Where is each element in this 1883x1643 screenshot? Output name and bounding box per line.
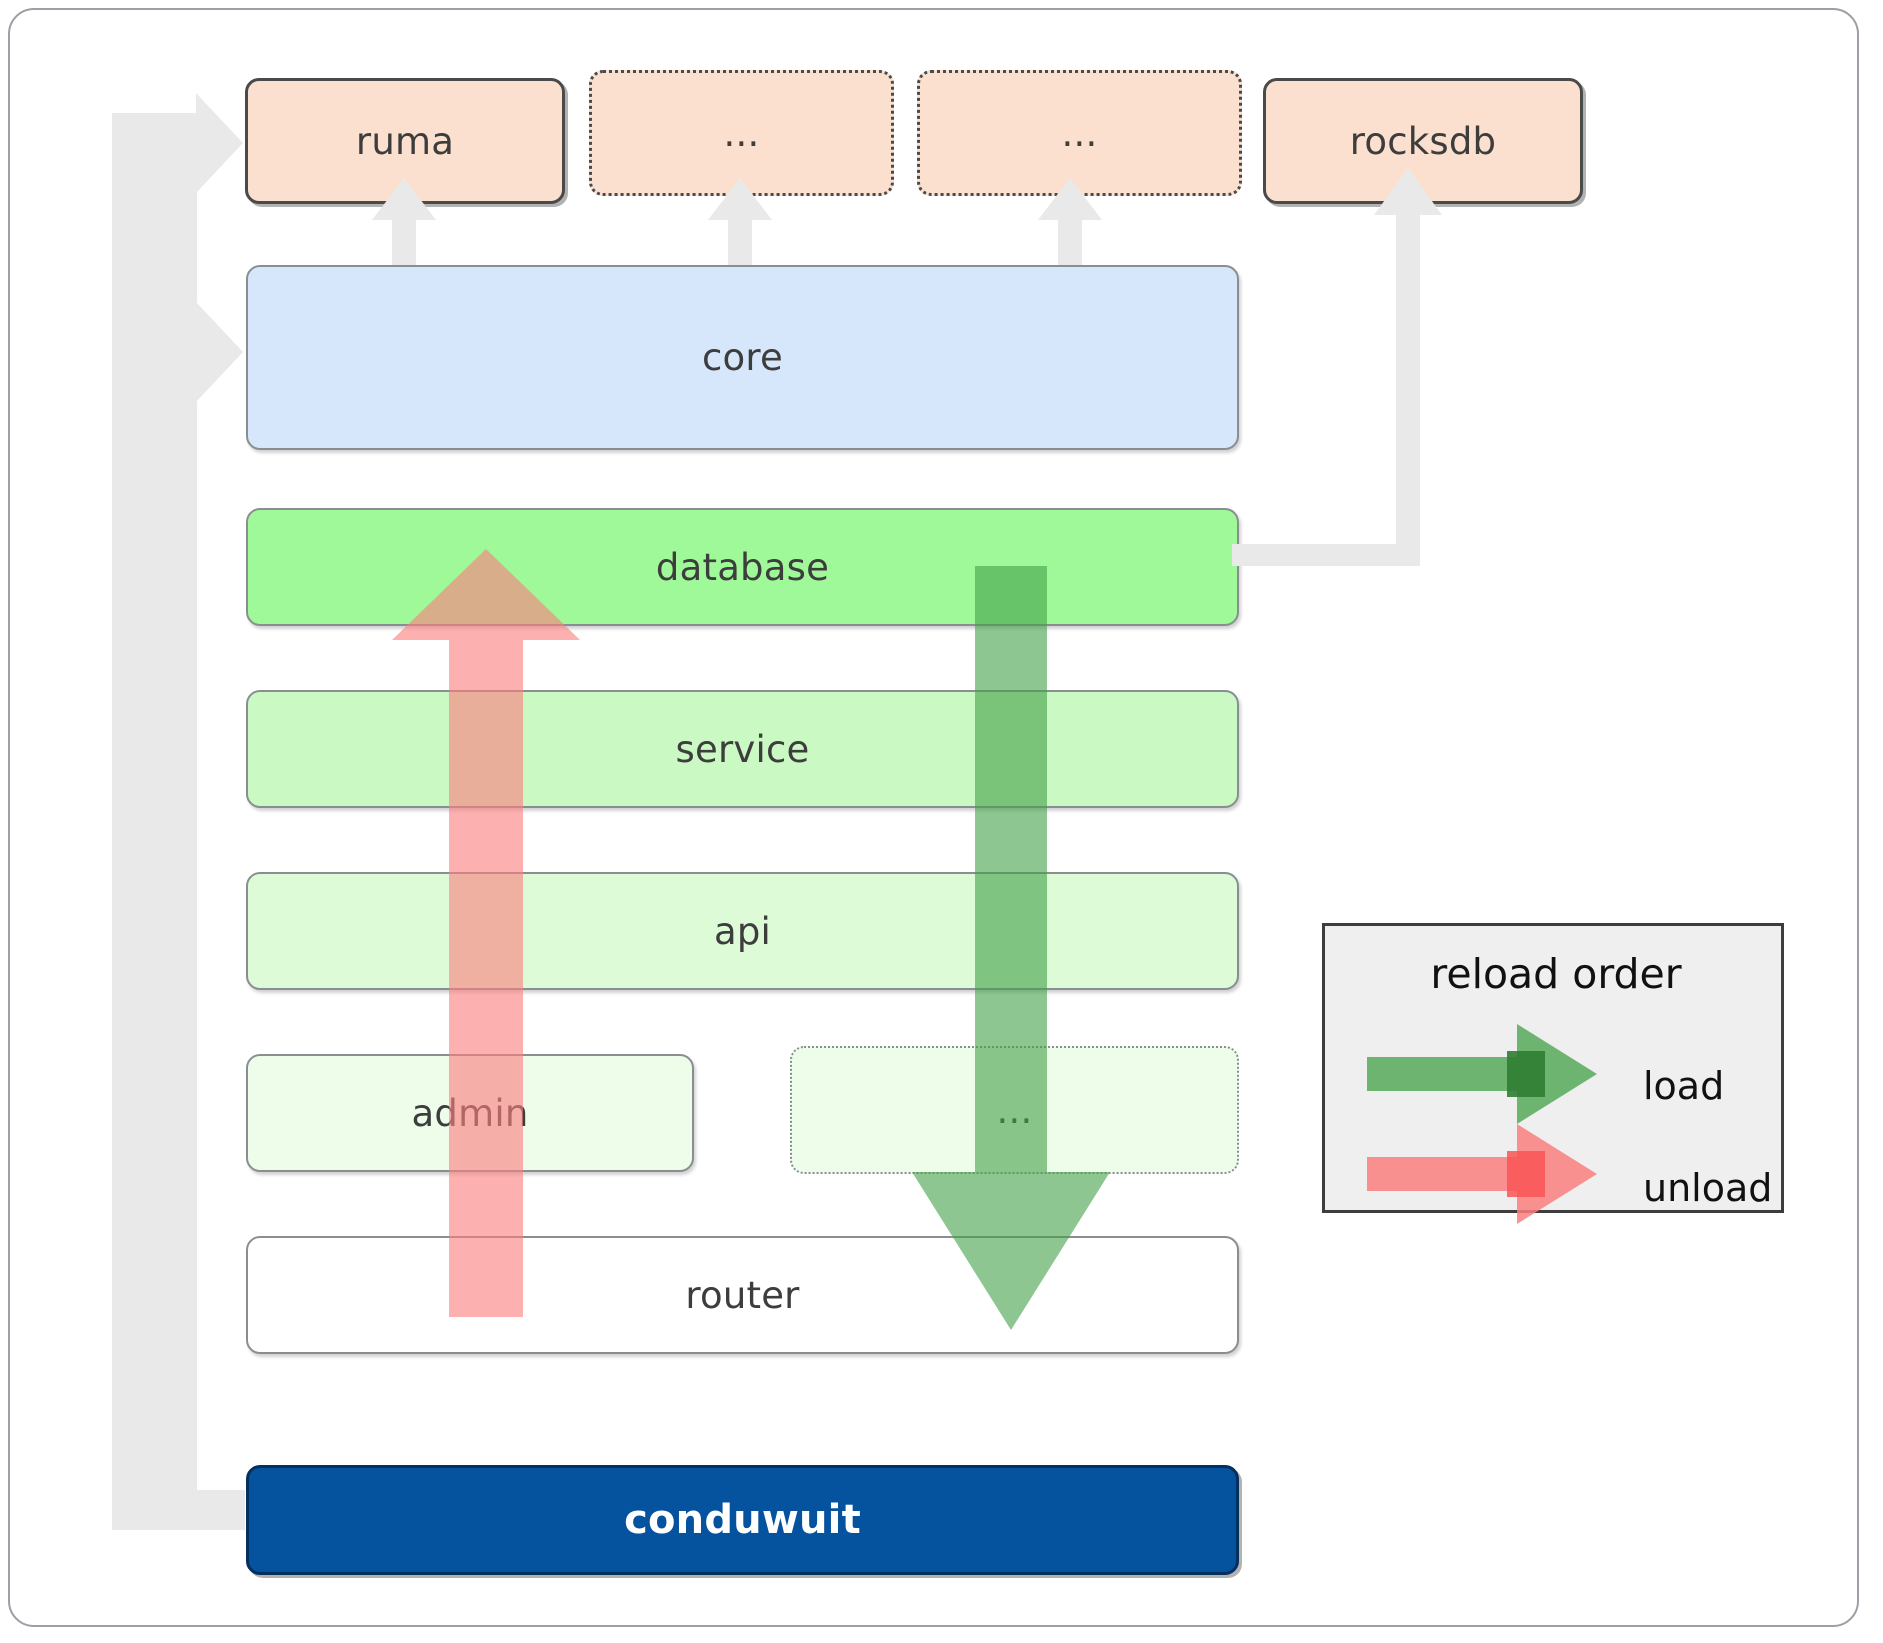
node-core[interactable]: core [246, 265, 1239, 450]
node-database[interactable]: database [246, 508, 1239, 626]
node-rocksdb[interactable]: rocksdb [1263, 78, 1583, 204]
node-rocksdb-label: rocksdb [1349, 119, 1497, 163]
legend-panel: reload order load unload [1322, 923, 1784, 1224]
legend-load-arrow-icon [1367, 1024, 1597, 1124]
legend-unload-arrow-icon [1367, 1124, 1597, 1224]
node-service[interactable]: service [246, 690, 1239, 808]
node-ruma-label: ruma [355, 119, 455, 163]
node-conduwuit[interactable]: conduwuit [246, 1465, 1239, 1575]
node-ruma[interactable]: ruma [245, 78, 565, 204]
node-conduwuit-label: conduwuit [624, 1497, 861, 1543]
node-api[interactable]: api [246, 872, 1239, 990]
node-dots-1[interactable]: ... [589, 70, 894, 196]
node-router[interactable]: router [246, 1236, 1239, 1354]
node-extra[interactable]: ... [790, 1046, 1239, 1174]
node-admin[interactable]: admin [246, 1054, 694, 1172]
legend-unload-label: unload [1643, 1166, 1773, 1210]
diagram-frame [8, 8, 1859, 1627]
node-admin-label: admin [411, 1091, 529, 1135]
node-core-label: core [702, 336, 783, 379]
legend-title: reload order [1430, 950, 1682, 998]
node-dots-1-label: ... [723, 111, 760, 155]
node-dots-2-label: ... [1061, 111, 1098, 155]
node-dots-2[interactable]: ... [917, 70, 1242, 196]
node-router-label: router [685, 1273, 800, 1317]
node-api-label: api [713, 909, 772, 953]
node-service-label: service [675, 727, 810, 771]
node-extra-label: ... [996, 1088, 1033, 1132]
node-database-label: database [655, 545, 830, 589]
legend-load-label: load [1643, 1064, 1725, 1108]
